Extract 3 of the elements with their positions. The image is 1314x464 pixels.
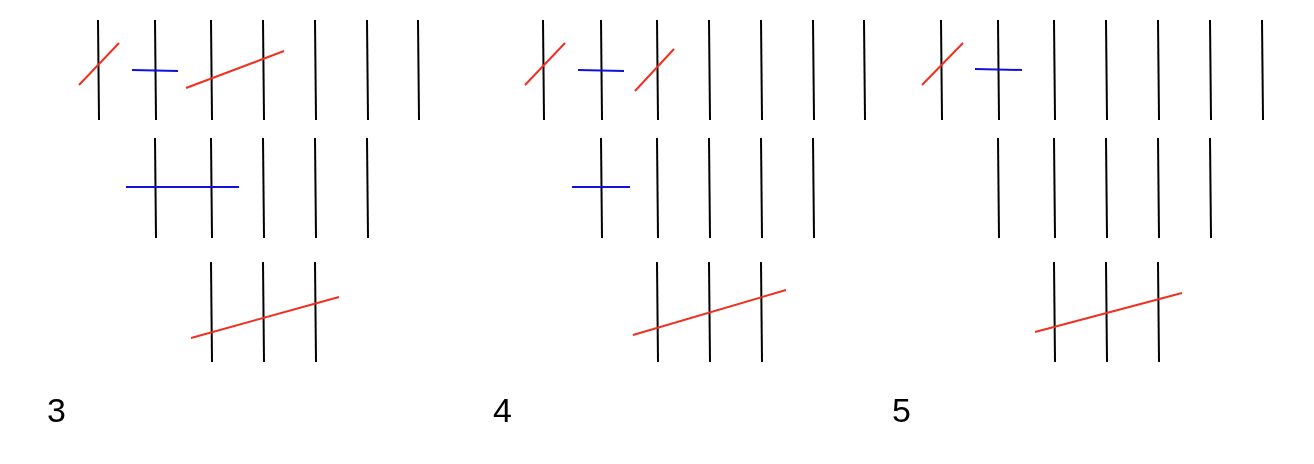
- panel-number: 5: [892, 393, 911, 427]
- panel-number: 3: [47, 393, 66, 427]
- panel-number: 4: [493, 393, 512, 427]
